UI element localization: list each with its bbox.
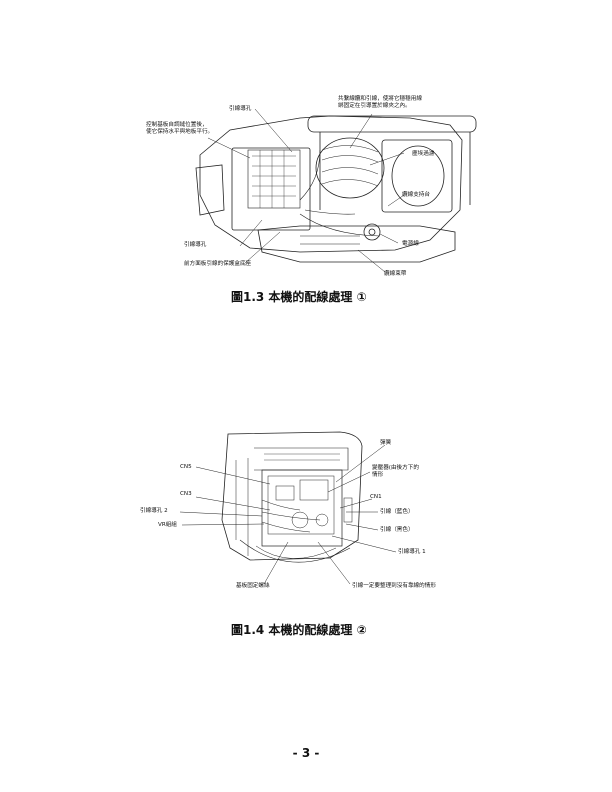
label-control-board-line2: 使它保持水平與地板平行。 xyxy=(146,127,213,135)
label-transformer-line2: 情形 xyxy=(372,470,384,478)
label-control-board: 控制基板自調縫位置後，使它保持水平與地板平行。 xyxy=(146,120,213,135)
figure-1-caption: 圖1.3 本機的配線處理 ① xyxy=(231,290,367,304)
label-power-cord: 電源線 xyxy=(402,239,419,247)
label-wire-hole-top: 引線導孔 xyxy=(229,104,252,112)
label-control-board-line1: 控制基板自調縫位置後， xyxy=(146,120,208,128)
label-transformer-line1: 變壓器(由後方下的 xyxy=(372,463,419,471)
label-lead-note: 引線一定要整理到沒有靠線的情形 xyxy=(352,581,436,589)
label-wire-hole-1: 引線導孔 1 xyxy=(398,547,426,555)
figure-2-caption: 圖1.4 本機的配線處理 ② xyxy=(231,623,367,637)
label-filter-bag: 塵埃過濾 xyxy=(412,149,435,157)
label-cable-tie: 纜線束帶 xyxy=(384,269,407,277)
machine-drawing-1 xyxy=(195,115,477,263)
label-lead-blue: 引線（藍色） xyxy=(380,507,414,515)
label-wire-hole-bottom: 引線導孔 xyxy=(184,240,207,248)
label-transformer: 變壓器(由後方下的情形 xyxy=(372,463,419,478)
label-cn1: CN1 xyxy=(370,494,382,500)
machine-drawing-2 xyxy=(221,431,363,563)
label-ribbon-holder: 纜線支持台 xyxy=(402,190,430,198)
label-spring: 彈簧 xyxy=(380,438,392,446)
label-top-right-line2: 綁固定在引導置於線夾之內。 xyxy=(338,101,411,109)
label-vr-group: VR組組 xyxy=(158,520,177,528)
leader-lines-2 xyxy=(179,444,397,585)
page-number: - 3 - xyxy=(292,746,320,760)
label-top-right-1: 共繫線纜和引線，使將它穩穩用線綁固定在引導置於線夾之內。 xyxy=(338,94,422,109)
label-wire-hole-2: 引線導孔 2 xyxy=(140,506,168,514)
label-cn5: CN5 xyxy=(180,464,192,470)
leader-lines-1 xyxy=(207,108,405,273)
label-lead-black: 引線（黑色） xyxy=(380,525,414,533)
label-cn3: CN3 xyxy=(180,491,192,497)
label-board-fix-screw: 基板固定螺絲 xyxy=(236,581,270,589)
label-top-right-line1: 共繫線纜和引線，使將它穩穩用線 xyxy=(338,94,422,102)
label-front-panel-wires: 前方面板引線的保護盒底座 xyxy=(184,259,252,267)
